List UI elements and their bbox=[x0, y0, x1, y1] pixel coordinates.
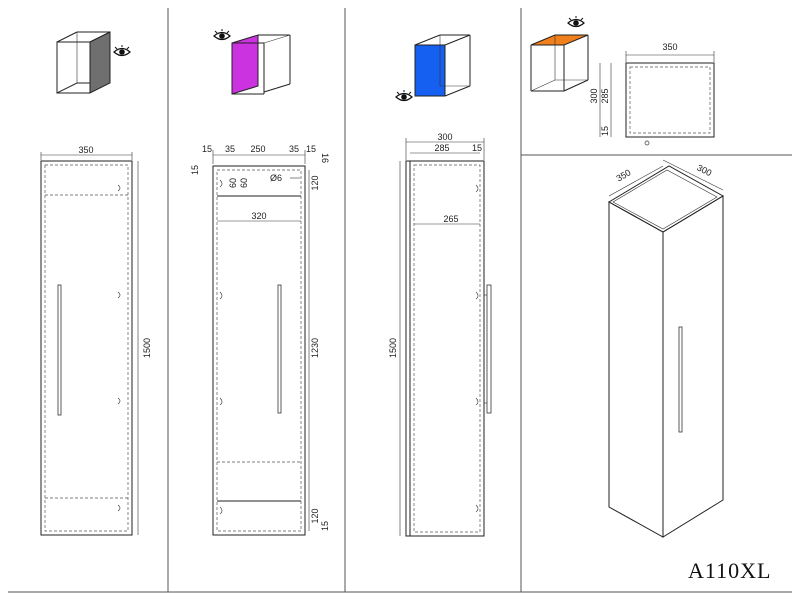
svg-text:1230: 1230 bbox=[310, 338, 320, 358]
side-view-icon-cube bbox=[414, 34, 471, 97]
svg-text:285: 285 bbox=[434, 143, 449, 153]
svg-text:Ø6: Ø6 bbox=[270, 173, 282, 183]
top-view-icon-cube bbox=[530, 34, 589, 92]
eye-icon bbox=[567, 16, 585, 28]
svg-text:300: 300 bbox=[695, 162, 713, 178]
section-top-dimensions: 15 35 250 35 15 15 16 bbox=[190, 144, 330, 175]
panel-dividers bbox=[8, 8, 792, 593]
svg-text:15: 15 bbox=[190, 165, 200, 175]
eye-icon bbox=[395, 90, 413, 102]
side-view-cabinet bbox=[405, 160, 492, 537]
svg-text:35: 35 bbox=[225, 144, 235, 154]
section-inner-dimensions: 60 60 Ø6 320 120 1230 120 15 bbox=[217, 170, 330, 531]
front-height-dimension: 1500 bbox=[137, 161, 152, 535]
svg-text:350: 350 bbox=[614, 167, 632, 183]
svg-text:16: 16 bbox=[320, 153, 330, 163]
side-face-highlight bbox=[231, 34, 259, 95]
front-height-label: 1500 bbox=[142, 338, 152, 358]
top-view-plan: 350 300 285 15 bbox=[589, 42, 715, 146]
svg-text:15: 15 bbox=[472, 143, 482, 153]
svg-text:320: 320 bbox=[251, 211, 266, 221]
side-section-cabinet bbox=[212, 165, 306, 536]
section-handle bbox=[277, 284, 282, 414]
eye-icon bbox=[213, 29, 231, 41]
svg-text:120: 120 bbox=[310, 508, 320, 523]
side-section-icon-cube bbox=[231, 34, 291, 95]
front-handle bbox=[57, 284, 62, 416]
svg-text:15: 15 bbox=[306, 144, 316, 154]
svg-text:300: 300 bbox=[437, 132, 452, 142]
side-view-dimensions: 300 285 15 265 1500 bbox=[388, 132, 485, 536]
svg-text:120: 120 bbox=[310, 175, 320, 190]
front-width-label: 350 bbox=[78, 145, 93, 155]
eye-icon bbox=[113, 45, 131, 57]
svg-text:35: 35 bbox=[289, 144, 299, 154]
svg-text:60: 60 bbox=[239, 178, 249, 188]
svg-text:60: 60 bbox=[228, 178, 238, 188]
front-view-cabinet bbox=[40, 160, 133, 536]
svg-text:15: 15 bbox=[320, 521, 330, 531]
svg-text:300: 300 bbox=[589, 88, 599, 103]
isometric-cabinet: 350 300 bbox=[608, 159, 724, 538]
svg-text:15: 15 bbox=[202, 144, 212, 154]
front-width-dimension: 350 bbox=[40, 145, 133, 160]
svg-text:350: 350 bbox=[662, 42, 677, 52]
back-face-highlight bbox=[89, 31, 111, 94]
svg-text:265: 265 bbox=[443, 214, 458, 224]
front-face-highlight bbox=[414, 44, 446, 97]
svg-text:285: 285 bbox=[600, 88, 610, 103]
front-view-icon-cube bbox=[56, 31, 111, 94]
side-handle bbox=[486, 284, 492, 414]
top-face-highlight bbox=[530, 34, 589, 46]
svg-text:15: 15 bbox=[600, 126, 610, 136]
svg-text:250: 250 bbox=[250, 144, 265, 154]
model-code: A110XL bbox=[688, 558, 771, 583]
isometric-handle bbox=[678, 326, 683, 433]
svg-text:1500: 1500 bbox=[388, 338, 398, 358]
